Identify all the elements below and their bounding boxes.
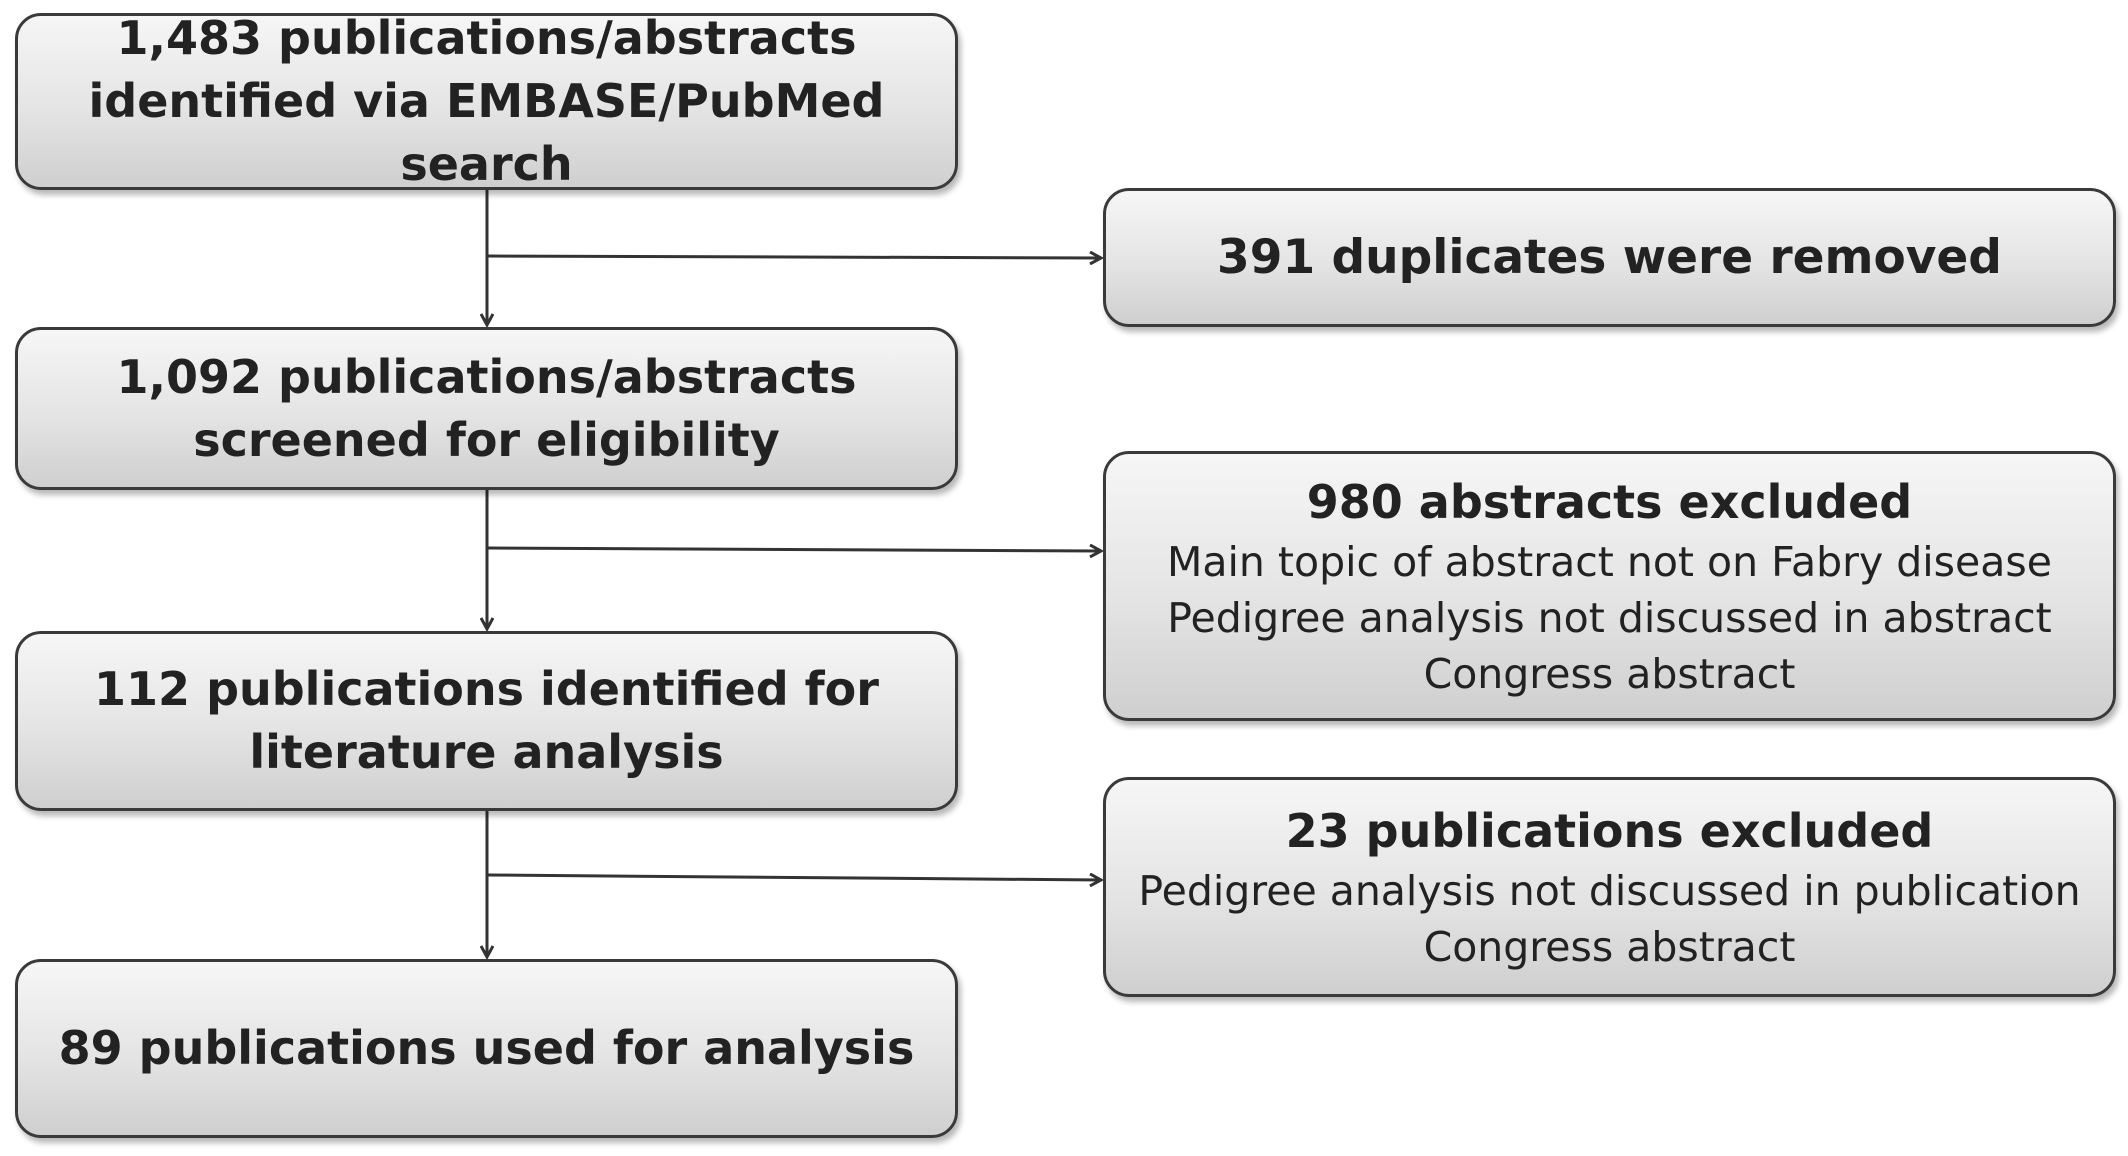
flow-box-used-for-analysis: 89 publications used for analysis <box>15 959 958 1138</box>
screened-line-2: screened for eligibility <box>193 412 780 467</box>
duplicates-title: 391 duplicates were removed <box>1217 230 2002 285</box>
literature-line-2: literature analysis <box>249 725 724 779</box>
used-line-1: 89 publications used for analysis <box>58 1021 915 1075</box>
abstracts-reason-1: Main topic of abstract not on Fabry dise… <box>1167 537 2052 586</box>
exclusion-box-abstracts: 980 abstracts excluded Main topic of abs… <box>1103 451 2116 721</box>
arrow-to-publications-excluded <box>486 875 1101 880</box>
exclusion-box-publications: 23 publications excluded Pedigree analys… <box>1103 777 2116 997</box>
exclusion-box-duplicates: 391 duplicates were removed <box>1103 188 2116 327</box>
arrow-to-duplicates <box>486 256 1101 258</box>
flow-box-screened: 1,092 publications/abstracts screened fo… <box>15 327 958 490</box>
identified-line-2: identified via EMBASE/PubMed search <box>88 74 885 191</box>
arrow-to-abstracts-excluded <box>486 548 1101 551</box>
abstracts-reason-3: Congress abstract <box>1423 649 1796 698</box>
screened-line-1: 1,092 publications/abstracts <box>116 349 857 404</box>
literature-line-1: 112 publications identified for <box>94 662 879 716</box>
publications-reason-2: Congress abstract <box>1423 922 1796 971</box>
abstracts-excluded-title: 980 abstracts excluded <box>1306 474 1913 529</box>
flow-box-literature-analysis: 112 publications identified for literatu… <box>15 631 958 811</box>
abstracts-reason-2: Pedigree analysis not discussed in abstr… <box>1167 593 2052 642</box>
flow-box-identified: 1,483 publications/abstracts identified … <box>15 11 958 191</box>
publications-excluded-title: 23 publications excluded <box>1285 803 1934 858</box>
identified-line-1: 1,483 publications/abstracts <box>116 11 857 65</box>
publications-reason-1: Pedigree analysis not discussed in publi… <box>1138 866 2081 915</box>
